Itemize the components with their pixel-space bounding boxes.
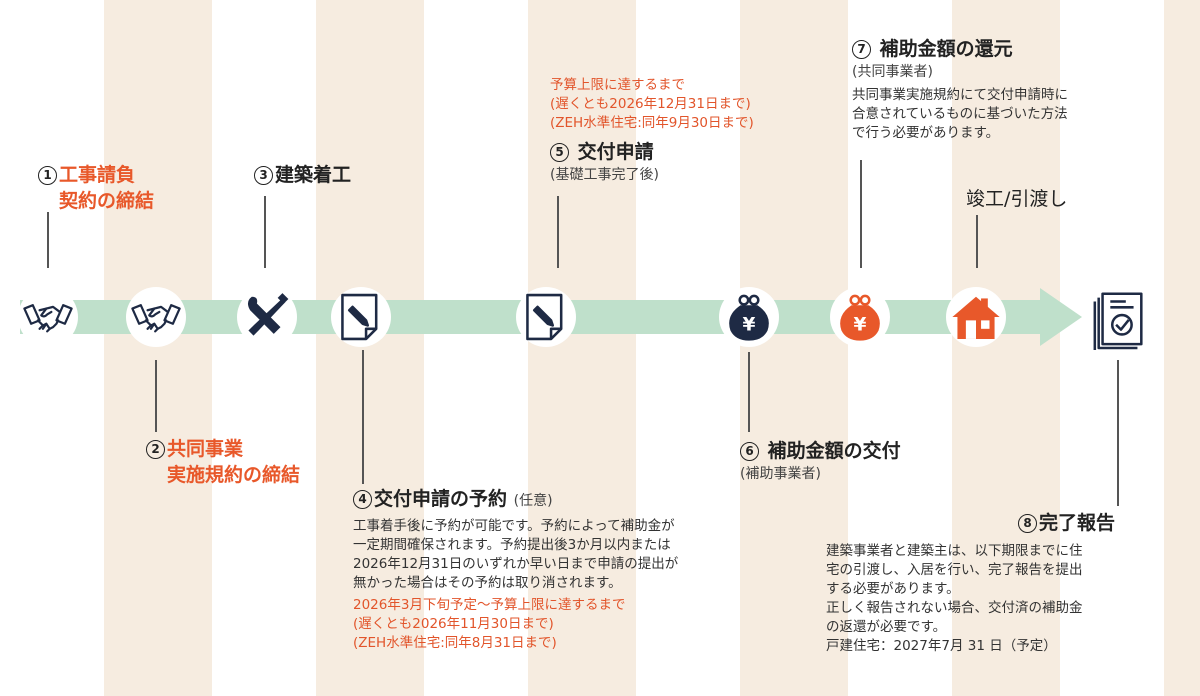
connector-7 bbox=[860, 160, 862, 268]
step-4-body-line: 無かった場合はその予約は取り消されます。 bbox=[353, 575, 622, 591]
step-8-body-line: する必要があります。 bbox=[826, 581, 960, 597]
step-4-note-line: 2026年3月下旬予定～予算上限に達するまで bbox=[353, 597, 626, 613]
step-4-body-line: 工事着手後に予約が可能です。予約によって補助金が bbox=[353, 518, 675, 534]
step-number: 7 bbox=[852, 40, 871, 59]
connector-3 bbox=[264, 196, 266, 268]
step-7-title: 補助金額の還元 bbox=[879, 38, 1013, 60]
step-6-block: 6 補助金額の交付 (補助事業者) bbox=[740, 438, 980, 484]
step-1-title-line1: 工事請負 bbox=[59, 164, 136, 186]
connector-2 bbox=[155, 360, 157, 432]
step-4-body-line: 一定期間確保されます。予約提出後3か月以内または bbox=[353, 537, 671, 553]
connector-4 bbox=[362, 350, 364, 484]
connector-1 bbox=[47, 212, 49, 268]
step-8-body-line: 戸建住宅：2027年7月 31 日（予定） bbox=[826, 638, 1057, 654]
connector-handover bbox=[976, 215, 978, 268]
svg-text:¥: ¥ bbox=[743, 315, 756, 336]
house-icon bbox=[946, 287, 1006, 347]
step-5-note-line: (ZEH水準住宅:同年9月30日まで) bbox=[550, 115, 754, 131]
step-number: 1 bbox=[38, 166, 57, 185]
step-4-sub: (任意) bbox=[513, 493, 553, 509]
step-4-note-line: (遅くとも2026年11月30日まで) bbox=[353, 616, 554, 632]
step-7-body-line: で行う必要があります。 bbox=[852, 125, 1000, 141]
step-2-title-line2: 実施規約の締結 bbox=[167, 464, 301, 486]
handshake-icon bbox=[126, 287, 186, 347]
step-4-body-line: 2026年12月31日のいずれか早い日まで申請の提出が bbox=[353, 556, 679, 572]
step-5-block: 予算上限に達するまで (遅くとも2026年12月31日まで) (ZEH水準住宅:… bbox=[550, 76, 810, 185]
connector-8 bbox=[1117, 360, 1119, 506]
tools-icon bbox=[237, 287, 297, 347]
report-check-icon bbox=[1086, 281, 1154, 353]
step-8-body-line: 宅の引渡し、入居を行い、完了報告を提出 bbox=[826, 562, 1083, 578]
step-2-title-line1: 共同事業 bbox=[167, 438, 244, 460]
step-3-title: 建築着工 bbox=[275, 164, 352, 186]
step-7-sub: (共同事業者) bbox=[852, 64, 933, 80]
step-8-body-line: の返還が必要です。 bbox=[826, 619, 947, 635]
step-7-body-line: 共同事業実施規約にて交付申請時に bbox=[852, 87, 1068, 103]
document-pen-icon bbox=[331, 287, 391, 347]
step-1-title-line2: 契約の締結 bbox=[59, 190, 155, 212]
timeline-arrowhead bbox=[1040, 288, 1082, 346]
step-number: 3 bbox=[254, 166, 273, 185]
yen-purse-icon: ¥ bbox=[719, 287, 779, 347]
handshake-icon bbox=[18, 287, 78, 347]
step-7-body-line: 合意されているものに基づいた方法 bbox=[852, 106, 1068, 122]
step-number: 2 bbox=[146, 440, 165, 459]
step-7-block: 7 補助金額の還元 (共同事業者) 共同事業実施規約にて交付申請時に 合意されて… bbox=[852, 36, 1152, 143]
step-6-sub: (補助事業者) bbox=[740, 466, 821, 482]
step-8-title: 完了報告 bbox=[1039, 512, 1116, 534]
step-5-note-line: 予算上限に達するまで bbox=[550, 77, 685, 93]
svg-text:¥: ¥ bbox=[854, 315, 867, 336]
step-number: 8 bbox=[1018, 514, 1037, 533]
handover-label: 竣工/引渡し bbox=[966, 188, 1068, 210]
step-4-note-line: (ZEH水準住宅:同年8月31日まで) bbox=[353, 635, 557, 651]
step-8-body-line: 正しく報告されない場合、交付済の補助金 bbox=[826, 600, 1083, 616]
document-pen-icon bbox=[516, 287, 576, 347]
step-4-title: 交付申請の予約 bbox=[374, 488, 508, 510]
step-5-note-line: (遅くとも2026年12月31日まで) bbox=[550, 96, 751, 112]
step-number: 4 bbox=[353, 490, 372, 509]
yen-purse-icon: ¥ bbox=[830, 287, 890, 347]
step-number: 5 bbox=[550, 143, 569, 162]
connector-6 bbox=[748, 352, 750, 432]
step-8-body-line: 建築事業者と建築主は、以下期限までに住 bbox=[826, 543, 1083, 559]
step-number: 6 bbox=[740, 442, 759, 461]
step-5-sub: (基礎工事完了後) bbox=[550, 167, 659, 183]
step-6-title: 補助金額の交付 bbox=[767, 440, 901, 462]
connector-5 bbox=[557, 196, 559, 268]
step-5-title: 交付申請 bbox=[577, 141, 654, 163]
